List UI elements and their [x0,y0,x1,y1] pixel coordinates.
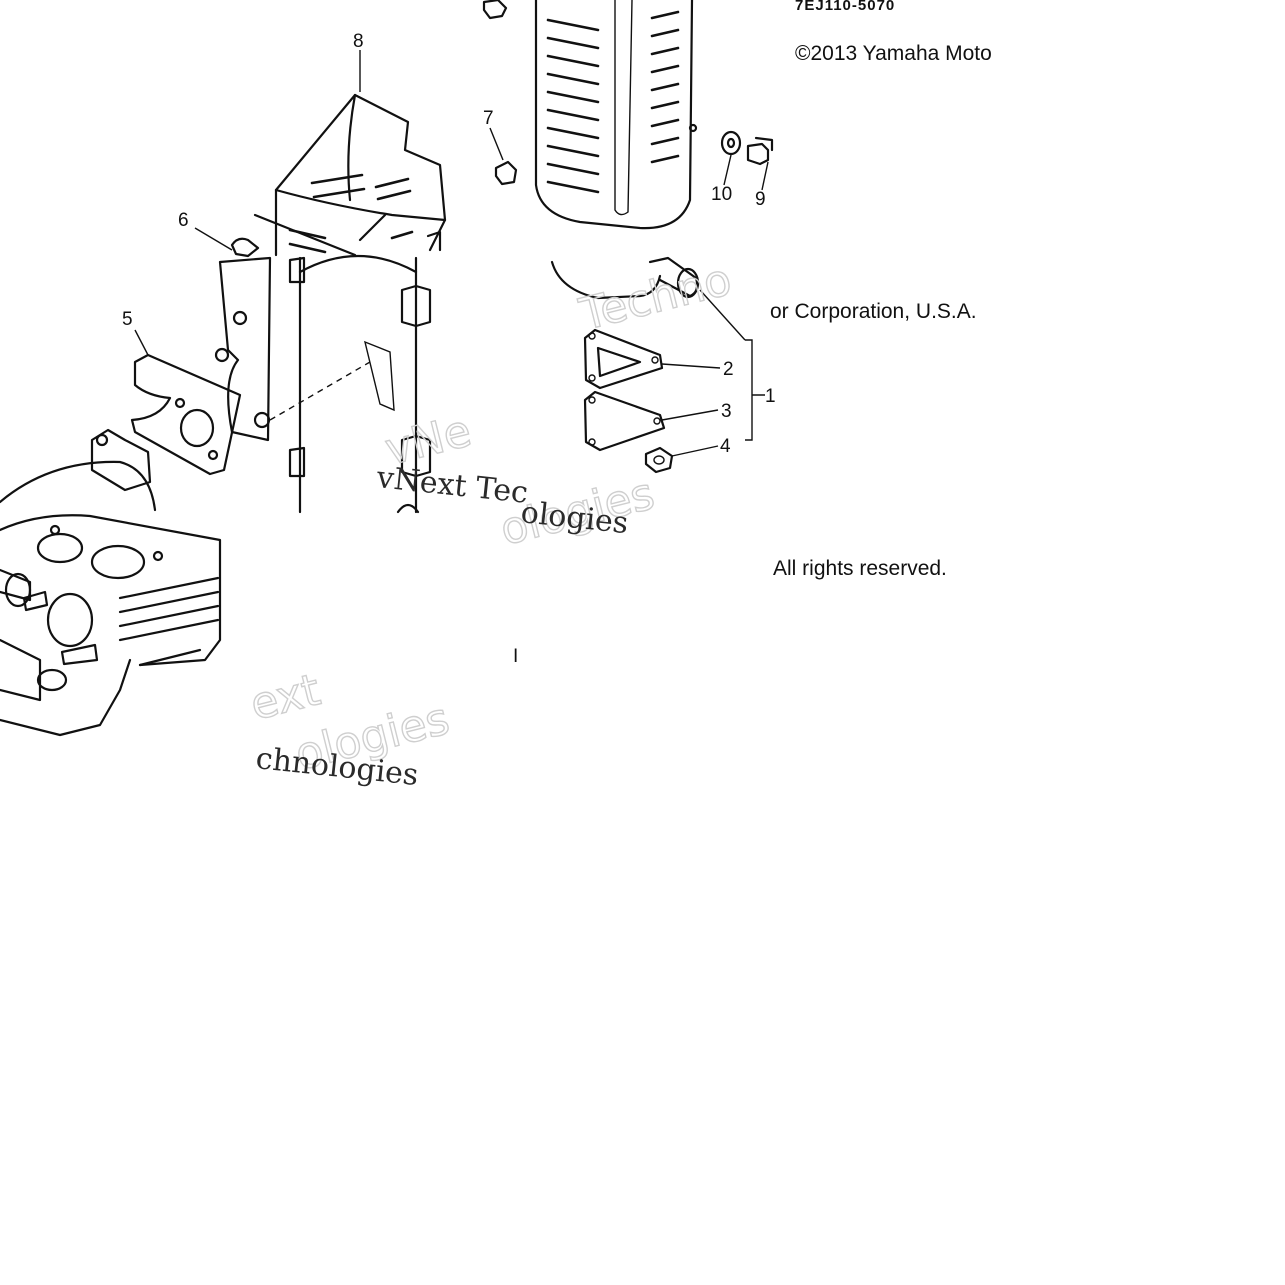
copyright-line-3: All rights reserved. [773,557,947,580]
washer-10 [720,130,742,156]
bolt-6 [230,237,260,258]
leader-lines [134,50,769,457]
gasket-3-triangle [583,390,666,452]
callout-7: 7 [483,108,494,129]
nut-7 [494,160,518,186]
watermark: Techno vNe vNext Tec ologies ologies ext… [245,253,738,793]
engine-cylinder-block [0,428,222,737]
gasket-2-triangle [583,328,664,390]
callout-1: 1 [765,386,776,407]
bolt-9 [746,136,774,166]
copyright-line-2: or Corporation, U.S.A. [770,300,977,323]
exhaust-bracket [214,256,272,442]
callouts: 1 2 3 4 5 6 7 8 9 10 [122,31,776,457]
gasket-5 [130,353,242,476]
callout-2: 2 [723,359,734,380]
muffler-guard-top [534,0,698,230]
muffler-body [269,254,432,514]
watermark-ext: ext [245,664,325,730]
watermark-techno: Techno [574,254,736,341]
callout-8: 8 [353,31,364,52]
stray-mark: I [513,646,518,667]
callout-4: 4 [720,436,731,457]
callout-10: 10 [711,184,732,205]
callout-9: 9 [755,189,766,210]
nut-top [482,0,508,20]
callout-6: 6 [178,210,189,231]
copyright-line-1: ©2013 Yamaha Moto [795,42,992,65]
guard-slots [546,10,680,194]
part-code: 7EJ110-5070 [795,0,895,14]
callout-3: 3 [721,401,732,422]
nut-4 [644,446,674,474]
callout-5: 5 [122,309,133,330]
muffler-cover-8 [253,93,447,257]
exhaust-pipe [550,256,700,300]
